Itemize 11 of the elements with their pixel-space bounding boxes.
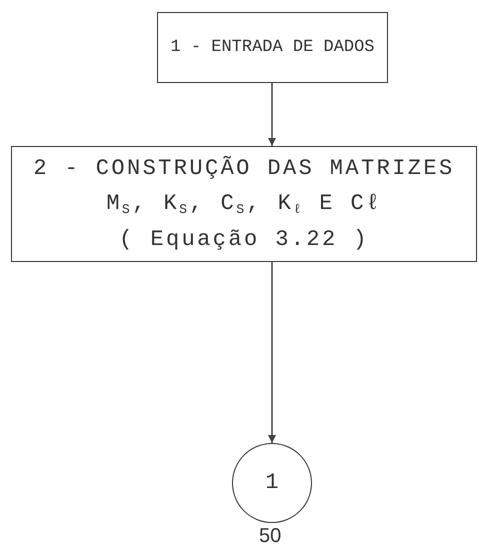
arrow [268, 262, 276, 443]
node-title: 1 [265, 469, 279, 498]
node-title: 2 - CONSTRUÇÃO DAS MATRIZES [33, 154, 455, 184]
connector-circle [232, 443, 312, 523]
process-box [11, 146, 477, 262]
node-text: M$_{S}$, K$_{S}$, C$_{S}$, K$_{ℓ}$ E Cℓ [106, 190, 382, 220]
node-title: 1 - ENTRADA DE DADOS [170, 36, 375, 59]
process-box [157, 12, 388, 83]
page-number: 50 [259, 525, 282, 548]
arrow [268, 83, 276, 146]
node-text: ( Equação 3.22 ) [119, 226, 369, 254]
